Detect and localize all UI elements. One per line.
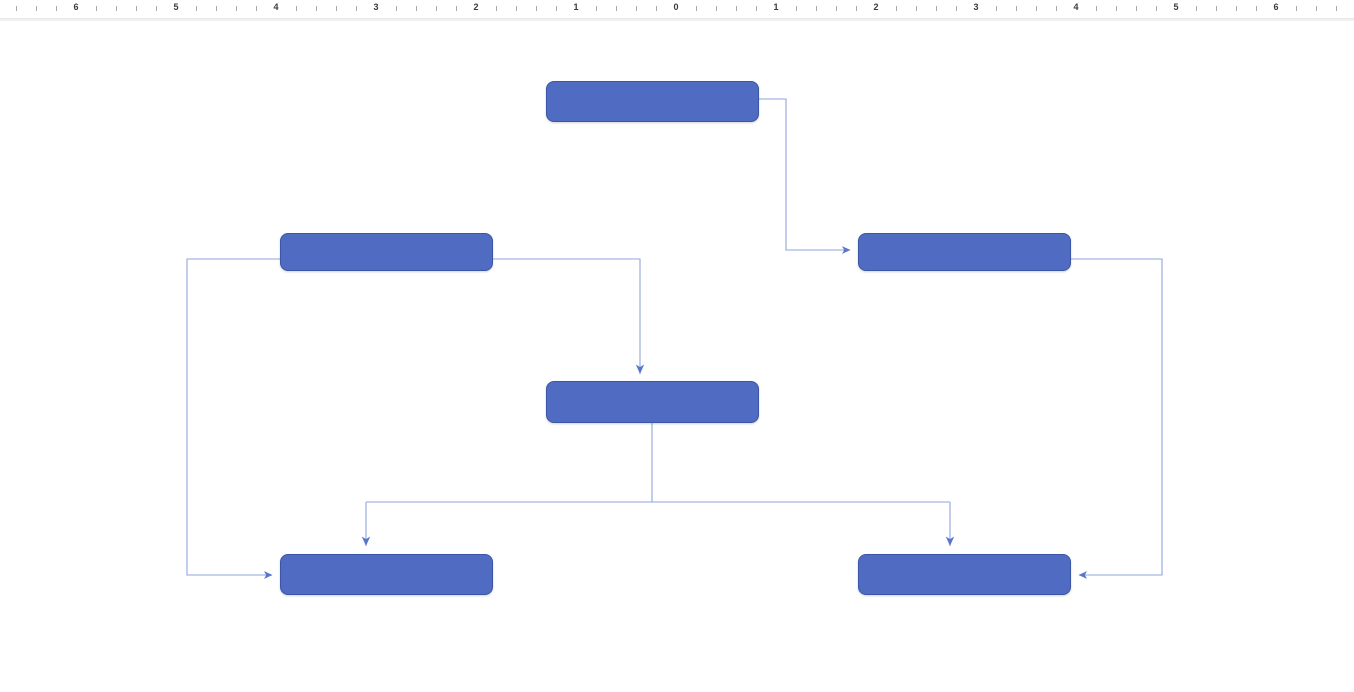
ruler-label: 5	[173, 2, 179, 12]
diagram-node-n2[interactable]	[280, 233, 493, 271]
ruler-tick-minor	[216, 6, 217, 11]
ruler-label: 4	[1073, 2, 1079, 12]
ruler-tick-minor	[696, 6, 697, 11]
ruler-tick-minor	[16, 6, 17, 11]
ruler-label: 2	[473, 2, 479, 12]
connector-layer	[186, 98, 1163, 579]
ruler-label: 6	[73, 2, 79, 12]
diagram-node-n1[interactable]	[546, 81, 759, 122]
ruler-label: 0	[673, 2, 679, 12]
ruler-tick-minor	[1236, 6, 1237, 11]
ruler-tick-minor	[296, 6, 297, 11]
ruler-tick-minor	[116, 6, 117, 11]
ruler-tick-minor	[736, 6, 737, 11]
ruler-tick-minor	[1216, 6, 1217, 11]
ruler-tick-minor	[1196, 6, 1197, 11]
ruler-tick-minor	[1296, 6, 1297, 11]
ruler-tick-minor	[656, 6, 657, 11]
connector-n2-n4	[493, 258, 645, 374]
diagram-node-n6[interactable]	[858, 554, 1071, 595]
ruler-label: 4	[273, 2, 279, 12]
ruler-shadow	[0, 18, 1354, 21]
ruler-label: 6	[1273, 2, 1279, 12]
ruler-tick-minor	[756, 6, 757, 11]
ruler-tick-minor	[196, 6, 197, 11]
ruler-tick-minor	[1016, 6, 1017, 11]
ruler-tick-minor	[36, 6, 37, 11]
ruler-tick-minor	[1116, 6, 1117, 11]
ruler-tick-minor	[516, 6, 517, 11]
ruler-tick-minor	[1156, 6, 1157, 11]
ruler-tick-minor	[396, 6, 397, 11]
horizontal-ruler[interactable]: 6 5 4 3 2 1 0 1 2 3 4 5 6	[0, 0, 1354, 18]
ruler-tick-minor	[136, 6, 137, 11]
ruler-tick-minor	[496, 6, 497, 11]
ruler-tick-minor	[1316, 6, 1317, 11]
ruler-tick-minor	[316, 6, 317, 11]
ruler-tick-minor	[856, 6, 857, 11]
ruler-tick-minor	[796, 6, 797, 11]
ruler-tick-minor	[636, 6, 637, 11]
ruler-tick-minor	[916, 6, 917, 11]
ruler-tick-minor	[1336, 6, 1337, 11]
ruler-tick-minor	[1056, 6, 1057, 11]
ruler-tick-minor	[836, 6, 837, 11]
ruler-label: 1	[773, 2, 779, 12]
ruler-label: 3	[973, 2, 979, 12]
ruler-tick-minor	[1136, 6, 1137, 11]
ruler-tick-minor	[1036, 6, 1037, 11]
ruler-tick-minor	[96, 6, 97, 11]
ruler-tick-minor	[1256, 6, 1257, 11]
connector-n1-n3	[759, 98, 851, 254]
ruler-label: 2	[873, 2, 879, 12]
ruler-tick-minor	[716, 6, 717, 11]
ruler-tick-minor	[616, 6, 617, 11]
diagram-node-n5[interactable]	[280, 554, 493, 595]
ruler-tick-minor	[996, 6, 997, 11]
ruler-tick-minor	[156, 6, 157, 11]
ruler-tick-minor	[436, 6, 437, 11]
ruler-label: 5	[1173, 2, 1179, 12]
ruler-label: 3	[373, 2, 379, 12]
connector-n3-n6	[1071, 258, 1163, 579]
ruler-tick-minor	[356, 6, 357, 11]
ruler-tick-minor	[936, 6, 937, 11]
ruler-tick-minor	[256, 6, 257, 11]
ruler-tick-minor	[1096, 6, 1097, 11]
ruler-tick-minor	[816, 6, 817, 11]
diagram-canvas[interactable]	[0, 24, 1354, 692]
ruler-tick-minor	[596, 6, 597, 11]
ruler-tick-minor	[536, 6, 537, 11]
connector-n2-n5	[186, 258, 280, 579]
ruler-tick-minor	[956, 6, 957, 11]
diagram-node-n3[interactable]	[858, 233, 1071, 271]
ruler-label: 1	[573, 2, 579, 12]
ruler-tick-minor	[416, 6, 417, 11]
ruler-tick-minor	[236, 6, 237, 11]
ruler-tick-minor	[556, 6, 557, 11]
ruler-tick-minor	[56, 6, 57, 11]
ruler-tick-minor	[896, 6, 897, 11]
diagram-node-n4[interactable]	[546, 381, 759, 423]
ruler-tick-minor	[336, 6, 337, 11]
ruler-tick-minor	[456, 6, 457, 11]
